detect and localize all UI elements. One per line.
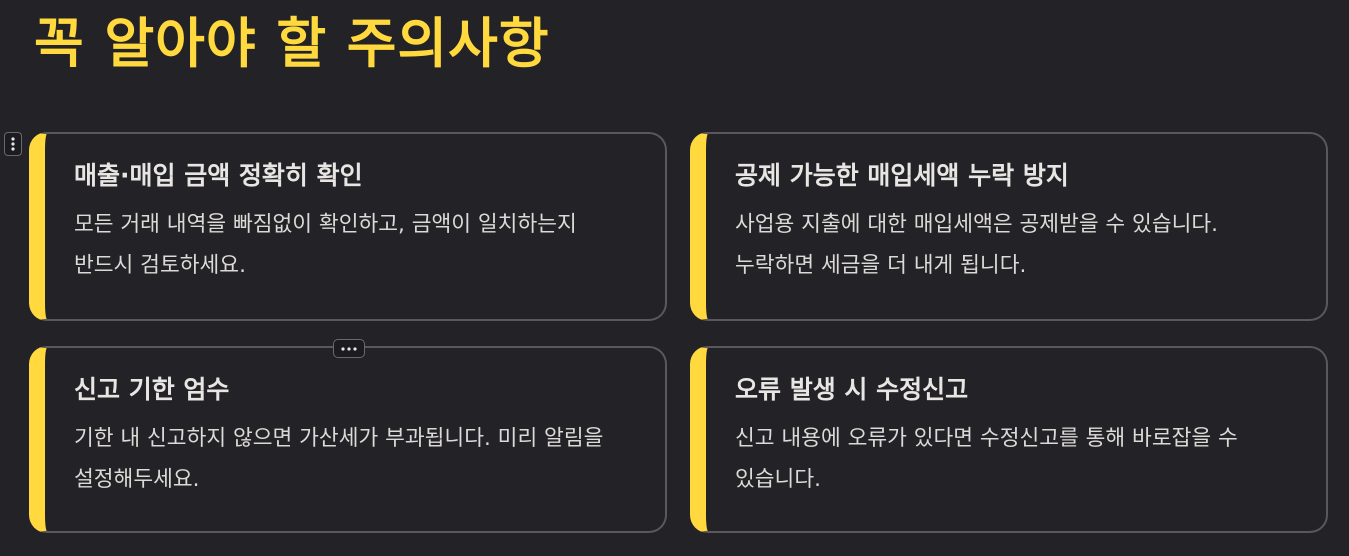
card-title: 오류 발생 시 수정신고 (735, 375, 969, 404)
drag-handle-button[interactable] (4, 132, 22, 156)
card-description: 사업용 지출에 대한 매입세액은 공제받을 수 있습니다. 누락하면 세금을 더… (735, 212, 1219, 278)
caution-card-grid: 매출·매입 금액 정확히 확인 모든 거래 내역을 빠짐없이 확인하고, 금액이… (29, 132, 1328, 533)
page-title: 꼭 알아야 할 주의사항 (34, 12, 550, 75)
card-title: 신고 기한 엄수 (74, 375, 230, 404)
vertical-ellipsis-icon (11, 137, 15, 151)
card-title: 공제 가능한 매입세액 누락 방지 (735, 161, 1069, 190)
horizontal-ellipsis-icon (341, 346, 357, 351)
card-description: 신고 내용에 오류가 있다면 수정신고를 통해 바로잡을 수 있습니다. (735, 426, 1238, 492)
caution-card: 공제 가능한 매입세액 누락 방지 사업용 지출에 대한 매입세액은 공제받을 … (690, 132, 1328, 321)
card-description: 모든 거래 내역을 빠짐없이 확인하고, 금액이 일치하는지 반드시 검토하세요… (74, 212, 577, 278)
card-title: 매출·매입 금액 정확히 확인 (74, 161, 363, 190)
caution-card: 매출·매입 금액 정확히 확인 모든 거래 내역을 빠짐없이 확인하고, 금액이… (29, 132, 667, 321)
caution-card: 오류 발생 시 수정신고 신고 내용에 오류가 있다면 수정신고를 통해 바로잡… (690, 346, 1328, 533)
card-description: 기한 내 신고하지 않으면 가산세가 부과됩니다. 미리 알림을 설정해두세요. (74, 426, 604, 492)
more-options-button[interactable] (333, 339, 365, 358)
caution-card: 신고 기한 엄수 기한 내 신고하지 않으면 가산세가 부과됩니다. 미리 알림… (29, 346, 667, 533)
